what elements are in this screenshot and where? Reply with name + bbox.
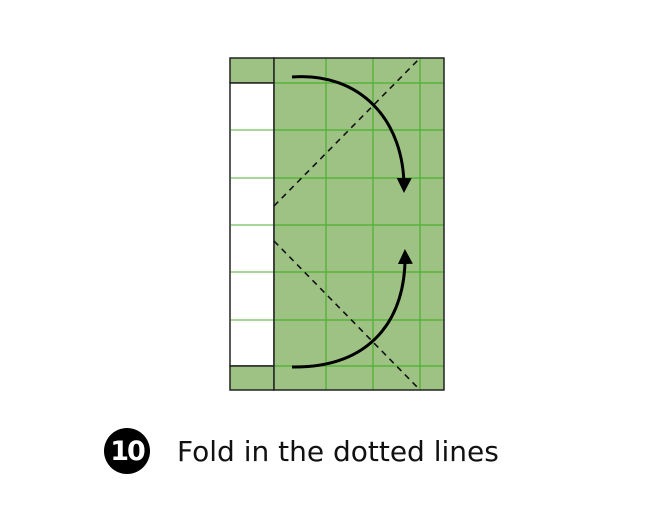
curved-arrow-down-icon: [291, 75, 412, 193]
step-caption: 10 Fold in the dotted lines: [104, 428, 499, 474]
fold-line-top: [273, 57, 421, 207]
green-panel: [274, 58, 444, 390]
fold-line-bottom: [273, 240, 421, 391]
left-strip-top-cap: [229, 57, 275, 84]
curved-arrow-up-icon: [291, 249, 413, 369]
step-instruction: Fold in the dotted lines: [177, 434, 499, 468]
left-strip-grid: [231, 129, 273, 321]
left-strip-bottom-cap: [229, 365, 275, 391]
step-number-badge: 10: [104, 428, 150, 474]
green-panel-outline: [273, 57, 445, 391]
